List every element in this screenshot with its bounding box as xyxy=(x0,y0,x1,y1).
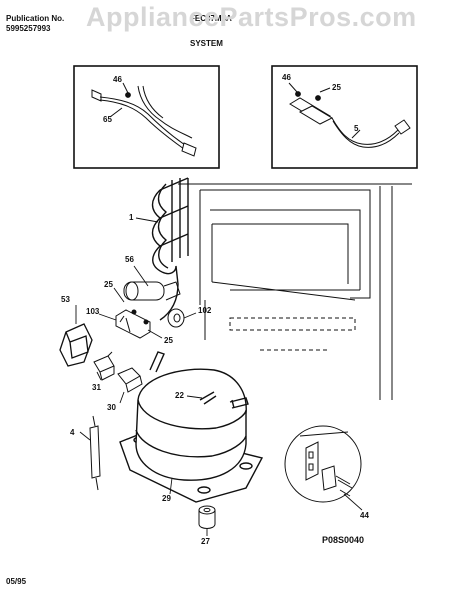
callout-25-upper: 25 xyxy=(104,280,113,289)
callout-30: 30 xyxy=(107,403,116,412)
callout-102: 102 xyxy=(198,306,212,315)
callout-44: 44 xyxy=(360,511,369,520)
footer-date: 05/95 xyxy=(6,577,27,586)
relay-bracket xyxy=(115,309,151,339)
outlet-detail xyxy=(284,425,362,503)
diagram-code: P08S0040 xyxy=(322,535,365,545)
callout-4: 4 xyxy=(70,428,75,437)
condenser-coil xyxy=(151,177,189,321)
inset-box-left xyxy=(73,65,220,169)
callout-65: 65 xyxy=(103,115,112,124)
relay xyxy=(93,351,115,381)
switch-assembly-right xyxy=(288,82,411,148)
cabinet-outline xyxy=(178,183,412,400)
model-number: FEC07M4A xyxy=(190,14,232,23)
overload-cover xyxy=(59,323,93,367)
publication-label: Publication No. xyxy=(6,14,65,23)
callout-1: 1 xyxy=(129,213,134,222)
callout-103: 103 xyxy=(86,307,100,316)
compressor xyxy=(119,351,264,503)
callout-29: 29 xyxy=(162,494,171,503)
overload-protector xyxy=(117,367,143,393)
capacitor xyxy=(123,281,181,301)
callout-56: 56 xyxy=(125,255,134,264)
inset-box-right xyxy=(271,65,418,169)
callout-25-lower: 25 xyxy=(164,336,173,345)
filter-drier xyxy=(89,415,101,491)
mounting-grommet xyxy=(198,505,216,529)
callout-46-right: 46 xyxy=(282,73,291,82)
section-title: SYSTEM xyxy=(190,39,223,48)
callout-31: 31 xyxy=(92,383,101,392)
callout-22: 22 xyxy=(175,391,184,400)
callout-46-left: 46 xyxy=(113,75,122,84)
wire-harness-left xyxy=(91,82,197,157)
grommet xyxy=(167,308,185,328)
callout-27: 27 xyxy=(201,537,210,546)
callout-5: 5 xyxy=(354,124,359,133)
callout-53: 53 xyxy=(61,295,70,304)
publication-number: 5995257993 xyxy=(6,24,51,33)
leader-lines xyxy=(75,217,363,536)
callout-25-right: 25 xyxy=(332,83,341,92)
watermark-text: AppliancePartsPros.com xyxy=(86,2,417,32)
